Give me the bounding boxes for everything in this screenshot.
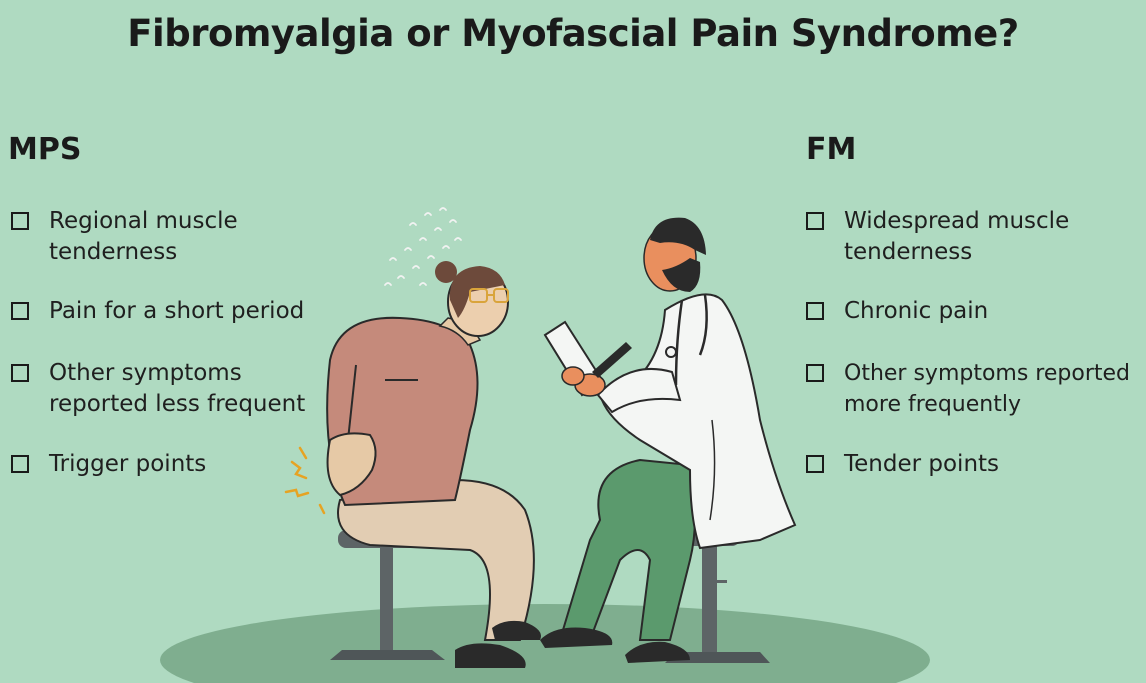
item-line: Other symptoms reported bbox=[844, 361, 1130, 386]
item-line: tenderness bbox=[844, 239, 973, 265]
list-item: Chronic pain bbox=[806, 296, 988, 327]
stress-marks-icon bbox=[384, 207, 462, 286]
item-line: reported less frequent bbox=[49, 391, 306, 417]
checkbox-icon bbox=[11, 212, 29, 230]
page-title: Fibromyalgia or Myofascial Pain Syndrome… bbox=[127, 12, 1019, 55]
checkbox-icon bbox=[11, 364, 29, 382]
item-line: Pain for a short period bbox=[49, 298, 305, 324]
item-line: Trigger points bbox=[49, 451, 207, 477]
item-line: Widespread muscle bbox=[844, 208, 1070, 234]
list-item: Widespread muscle tenderness bbox=[806, 206, 1069, 268]
list-item: Regional muscle tenderness bbox=[11, 206, 238, 268]
item-line: tenderness bbox=[49, 239, 178, 265]
list-item: Trigger points bbox=[11, 449, 206, 480]
item-line: Chronic pain bbox=[844, 298, 989, 324]
list-item: Other symptoms reported less frequent bbox=[11, 358, 305, 420]
list-item: Pain for a short period bbox=[11, 296, 304, 327]
pain-spark-icon bbox=[284, 446, 326, 515]
item-line: Tender points bbox=[844, 451, 1000, 477]
list-item: Other symptoms reported more frequently bbox=[806, 358, 1130, 420]
checkbox-icon bbox=[11, 302, 29, 320]
checkbox-icon bbox=[806, 212, 824, 230]
doctor-illustration bbox=[540, 217, 797, 663]
item-line: more frequently bbox=[844, 392, 1021, 417]
patient-illustration bbox=[284, 207, 541, 668]
checkbox-icon bbox=[11, 455, 29, 473]
checkbox-icon bbox=[806, 302, 824, 320]
checkbox-icon bbox=[806, 364, 824, 382]
list-item: Tender points bbox=[806, 449, 999, 480]
checkbox-icon bbox=[806, 455, 824, 473]
item-line: Other symptoms bbox=[49, 360, 242, 386]
fm-heading: FM bbox=[806, 132, 857, 167]
mps-heading: MPS bbox=[8, 132, 82, 167]
item-line: Regional muscle bbox=[49, 208, 238, 234]
